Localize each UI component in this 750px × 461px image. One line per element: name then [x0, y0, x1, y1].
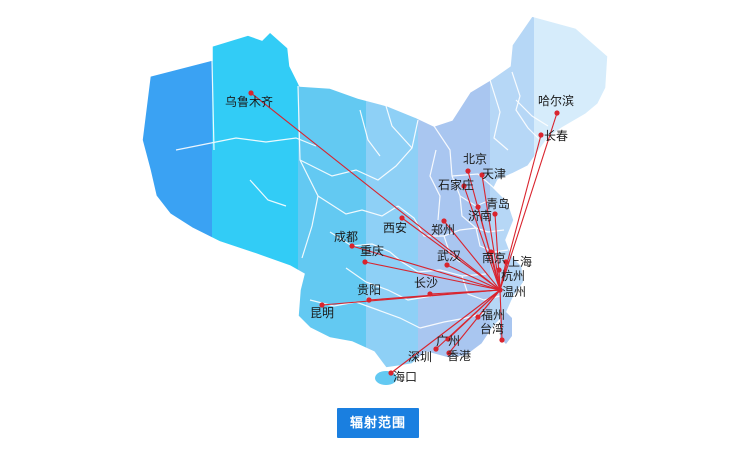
route-line: [390, 289, 501, 374]
city-label: 乌鲁木齐: [225, 94, 273, 109]
city-label: 青岛: [486, 196, 510, 211]
city-labels: 乌鲁木齐 哈尔滨长春北京天津石家庄济南青岛西安 郑州成都重庆 武汉 南京上海杭州温州 长沙…: [225, 93, 574, 384]
band-west: [212, 16, 298, 368]
route-line: [499, 289, 503, 341]
city-dots: [248, 90, 560, 376]
city-dot: [427, 291, 433, 297]
city-dot: [399, 215, 405, 221]
city-dot: [349, 243, 355, 249]
city-dot: [479, 172, 485, 178]
band-northeast: [534, 16, 608, 368]
route-line: [490, 251, 501, 291]
city-label: 广州: [436, 334, 460, 348]
city-label: 温州: [502, 285, 526, 299]
route-line: [448, 289, 501, 354]
country-outline: [141, 15, 609, 369]
city-label: 福州: [481, 307, 505, 322]
city-label: 贵阳: [357, 283, 381, 297]
city-label: 郑州: [431, 222, 455, 237]
city-label: 海口: [393, 369, 417, 384]
route-line: [351, 245, 501, 291]
city-label: 长沙: [414, 276, 438, 290]
city-label: 武汉: [437, 249, 461, 263]
taiwan-island: [500, 312, 512, 344]
city-label: 上海: [508, 254, 532, 269]
city-label: 深圳: [408, 350, 432, 364]
city-dot: [388, 370, 394, 376]
band-far-west: [142, 16, 212, 368]
city-dot: [499, 337, 505, 343]
city-dot: [538, 132, 544, 138]
city-label: 天津: [482, 167, 506, 181]
route-line: [401, 217, 501, 291]
route-line: [250, 92, 501, 291]
city-label: 成都: [334, 230, 358, 244]
route-line: [499, 261, 507, 291]
route-line: [463, 185, 501, 291]
city-dot: [446, 350, 452, 356]
color-bands: [142, 16, 608, 368]
city-dot: [492, 211, 498, 217]
city-dot: [488, 249, 494, 255]
city-dot: [503, 259, 509, 265]
route-line: [446, 264, 501, 291]
route-line: [364, 261, 501, 291]
city-dot: [366, 297, 372, 303]
city-label: 南京: [482, 250, 506, 265]
city-label: 昆明: [310, 306, 334, 320]
route-line: [498, 269, 501, 291]
city-dot: [554, 110, 560, 116]
city-dot: [362, 259, 368, 265]
city-dot: [433, 346, 439, 352]
city-dot: [475, 204, 481, 210]
city-label: 北京: [463, 152, 487, 166]
city-dot: [444, 262, 450, 268]
city-dot: [475, 314, 481, 320]
city-label: 杭州: [501, 268, 525, 283]
city-dot: [465, 168, 471, 174]
city-label: 济南: [468, 208, 492, 223]
city-label: 石家庄: [438, 177, 474, 192]
route-line: [499, 112, 558, 291]
city-dot: [497, 287, 503, 293]
radiation-range-button[interactable]: 辐射范围: [337, 408, 419, 438]
city-dot: [461, 183, 467, 189]
city-label: 重庆: [360, 244, 384, 258]
city-label: 哈尔滨: [538, 93, 574, 108]
route-line: [443, 220, 501, 291]
city-dot: [441, 218, 447, 224]
city-dot: [248, 90, 254, 96]
city-label: 香港: [447, 349, 471, 363]
city-label: 长春: [544, 129, 568, 143]
city-label: 台湾: [480, 321, 504, 336]
city-dot: [445, 336, 451, 342]
radiation-lines: [250, 92, 558, 374]
city-dot: [496, 267, 502, 273]
city-label: 西安: [383, 220, 407, 235]
route-line: [321, 289, 501, 306]
city-dot: [319, 302, 325, 308]
